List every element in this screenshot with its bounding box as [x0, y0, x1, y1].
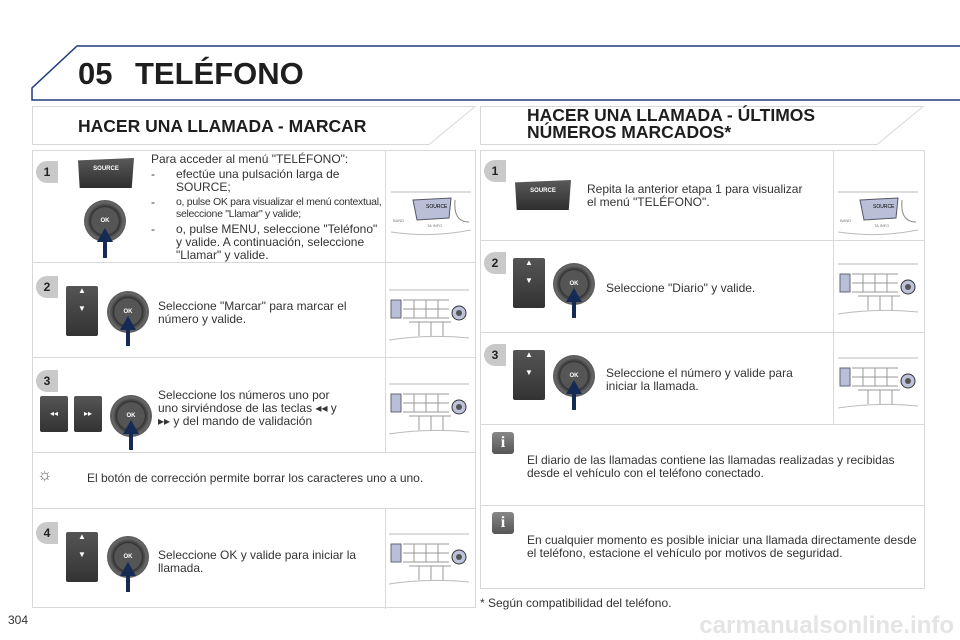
step-2-text: Seleccione "Marcar" para marcar el númer…	[158, 299, 347, 326]
correction-note: El botón de corrección permite borrar lo…	[87, 471, 424, 485]
step-row-2	[481, 241, 924, 333]
step-3-text: Seleccione los números uno por uno sirvi…	[158, 388, 337, 428]
step-row-3	[33, 358, 475, 453]
press-arrow-icon	[97, 228, 113, 242]
radio-panel-source-illustration: SOURCE BAND TA INFO	[391, 191, 471, 236]
note-row	[33, 453, 475, 509]
step-badge: 4	[36, 522, 58, 544]
page-title: TELÉFONO	[135, 56, 304, 91]
info-text: En cualquier momento es posible iniciar …	[527, 533, 917, 560]
radio-panel-keys-illustration	[838, 263, 918, 315]
info-row	[481, 425, 924, 506]
radio-panel-keys-illustration	[389, 383, 469, 435]
step-badge: 1	[484, 160, 506, 182]
radio-panel-keys-illustration	[389, 289, 469, 341]
svg-text:SOURCE: SOURCE	[873, 204, 895, 210]
left-steps-table	[32, 150, 476, 609]
up-down-rocker-icon: ▲▼	[513, 350, 545, 400]
right-section-header-frame	[480, 106, 925, 145]
step-1-bullet: o, pulse OK para visualizar el menú cont…	[176, 196, 382, 220]
press-arrow-icon	[120, 316, 136, 330]
step-1-intro: Para acceder al menú "TELÉFONO":	[151, 152, 349, 166]
right-step-1-text: Repita la anterior etapa 1 para visualiz…	[587, 182, 803, 209]
left-section-header-frame	[32, 106, 477, 145]
step-1-bullet: efectúe una pulsación larga de SOURCE;	[176, 167, 340, 194]
radio-panel-source-illustration: SOURCE BAND TA INFO	[838, 191, 918, 236]
radio-panel-keys-illustration	[389, 533, 469, 585]
svg-text:BAND: BAND	[840, 218, 851, 223]
source-button-icon: SOURCE	[515, 180, 571, 210]
up-down-rocker-icon: ▲▼	[513, 258, 545, 308]
step-row-1	[481, 151, 924, 241]
watermark: carmanualsonline.info	[699, 612, 954, 639]
step-row-1	[33, 151, 475, 263]
right-section-title: HACER UNA LLAMADA - ÚLTIMOS NÚMEROS MARC…	[527, 105, 816, 142]
step-badge: 2	[36, 276, 58, 298]
up-down-rocker-icon: ▲▼	[66, 286, 98, 336]
footnote: * Según compatibilidad del teléfono.	[480, 596, 672, 610]
seek-forward-button-icon: ▸▸	[74, 396, 102, 432]
press-arrow-icon	[123, 420, 139, 434]
correction-button-icon: ☼	[37, 465, 53, 484]
svg-text:SOURCE: SOURCE	[426, 204, 448, 210]
step-row-2	[33, 263, 475, 358]
seek-back-button-icon: ◂◂	[40, 396, 68, 432]
svg-text:TA INFO: TA INFO	[874, 223, 889, 228]
chapter-number: 05	[78, 56, 113, 91]
step-4-text: Seleccione OK y valide para iniciar la l…	[158, 548, 357, 575]
right-step-2-text: Seleccione "Diario" y valide.	[606, 281, 756, 295]
info-text: El diario de las llamadas contiene las l…	[527, 453, 895, 480]
svg-text:TA INFO: TA INFO	[427, 223, 442, 228]
press-arrow-icon	[566, 380, 582, 394]
right-steps-table	[480, 150, 925, 589]
step-row-3	[481, 333, 924, 425]
press-arrow-icon	[566, 288, 582, 302]
step-badge: 3	[36, 370, 58, 392]
info-icon: i	[492, 432, 514, 454]
radio-panel-keys-illustration	[838, 357, 918, 409]
up-down-rocker-icon: ▲▼	[66, 532, 98, 582]
page-number: 304	[8, 613, 29, 627]
svg-text:BAND: BAND	[393, 218, 404, 223]
step-1-bullet: o, pulse MENU, seleccione "Teléfono" y v…	[176, 222, 378, 262]
step-badge: 2	[484, 252, 506, 274]
left-section-title: HACER UNA LLAMADA - MARCAR	[78, 116, 367, 136]
right-step-3-text: Seleccione el número y valide para inici…	[606, 366, 793, 393]
chapter-header-frame	[31, 45, 960, 101]
source-button-icon: SOURCE	[78, 158, 134, 188]
step-badge: 1	[36, 161, 58, 183]
step-badge: 3	[484, 344, 506, 366]
press-arrow-icon	[120, 562, 136, 576]
info-icon: i	[492, 512, 514, 534]
